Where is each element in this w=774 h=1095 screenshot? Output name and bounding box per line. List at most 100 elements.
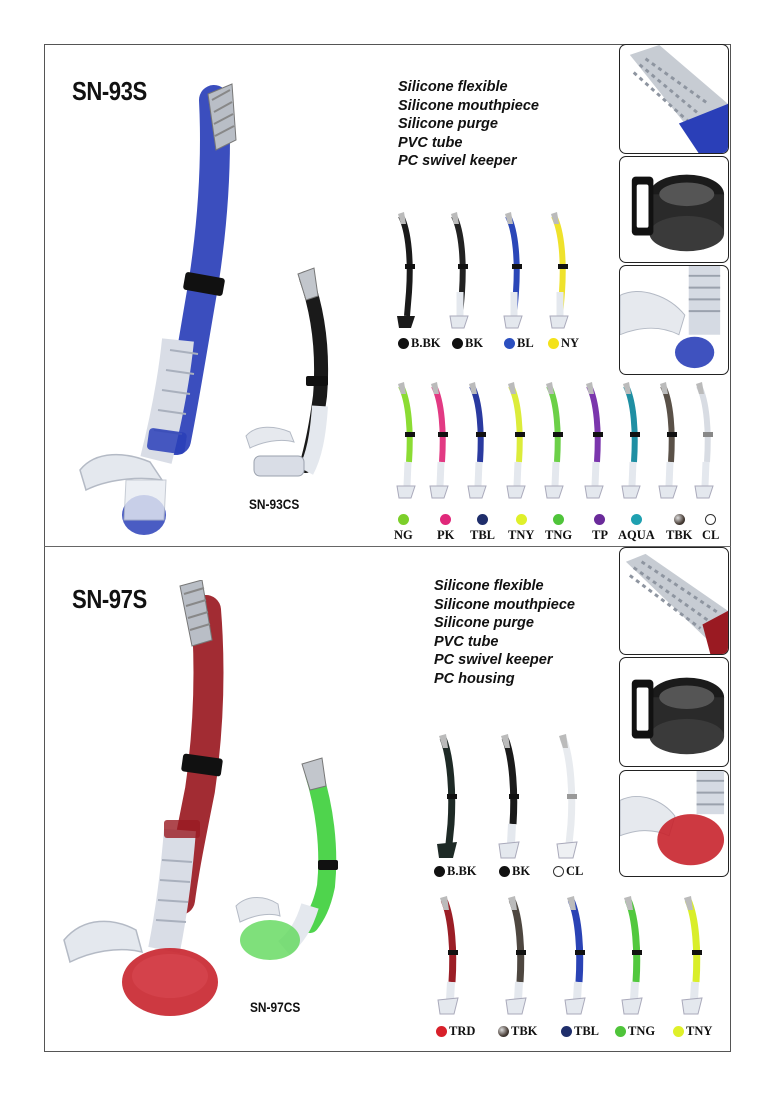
- swatch-ny-top: NY: [548, 336, 579, 351]
- color-dot: [553, 514, 565, 525]
- feature-item: Silicone mouthpiece: [434, 596, 575, 613]
- detail-image-purge-bottom: [619, 770, 729, 877]
- color-dot: [705, 514, 717, 525]
- snorkel-thumb-cl-top: [694, 382, 714, 499]
- swatch-tny-bottom: TNY: [673, 1024, 712, 1039]
- feature-item: Silicone flexible: [434, 578, 544, 594]
- snorkel-thumb-bbk-top: [397, 212, 415, 328]
- color-dot: [515, 514, 527, 525]
- snorkel-thumb-tp-top: [584, 382, 604, 499]
- swatch-bk-bottom: BK: [499, 864, 530, 879]
- snorkel-thumb-bl-top: [503, 212, 523, 329]
- snorkel-thumb-cl-bottom: [556, 734, 578, 859]
- swatch-tng-bottom: TNG: [615, 1024, 655, 1039]
- swatch-trd-bottom: TRD: [436, 1024, 475, 1039]
- color-code: CL: [702, 528, 720, 542]
- swatch-tbk-bottom: TBK: [498, 1024, 537, 1039]
- snorkel-image-sn93cs: [245, 267, 329, 477]
- color-dot: [615, 1026, 626, 1037]
- model-title-sn97s: SN-97S: [72, 584, 147, 614]
- snorkel-thumb-bk-top: [449, 212, 469, 329]
- color-code: TRD: [449, 1024, 476, 1038]
- swatch-tbl-bottom: TBL: [561, 1024, 599, 1039]
- swatch-aqua-top: AQUA: [618, 514, 655, 543]
- snorkel-image-sn97cs: [235, 757, 338, 960]
- color-dot: [477, 514, 488, 525]
- detail-image-keeper-top: [619, 156, 729, 263]
- color-code: AQUA: [618, 528, 655, 542]
- feature-item: Silicone mouthpiece: [398, 97, 539, 114]
- color-dot: [594, 514, 606, 525]
- feature-item: PC housing: [434, 670, 515, 687]
- snorkel-thumb-tbl-top: [467, 382, 487, 499]
- model-title-sn93cs: SN-93CS: [249, 496, 300, 512]
- swatch-bbk-top: B.BK: [398, 336, 441, 351]
- color-code: NG: [394, 528, 413, 542]
- color-code: BK: [465, 336, 484, 350]
- color-dot: [452, 338, 463, 349]
- color-dot: [504, 338, 515, 349]
- feature-item: PVC tube: [398, 134, 463, 151]
- model-title-sn93s: SN-93S: [72, 76, 147, 106]
- snorkel-thumb-pk-top: [429, 382, 449, 499]
- snorkel-thumb-tny-top: [506, 382, 526, 499]
- swatch-tny-top: TNY: [508, 514, 534, 543]
- swatch-tp-top: TP: [592, 514, 608, 543]
- color-code: TBL: [574, 1024, 600, 1038]
- section-divider: [44, 546, 731, 547]
- color-dot: [398, 338, 409, 349]
- snorkel-thumb-trd-bottom: [437, 896, 459, 1015]
- snorkel-thumb-aqua-top: [621, 382, 641, 499]
- color-code: TNY: [686, 1024, 713, 1038]
- color-dot: [434, 866, 445, 877]
- color-code: TP: [592, 528, 608, 542]
- detail-image-tip-top: [619, 44, 729, 154]
- snorkel-thumb-bk-bottom: [498, 734, 520, 859]
- detail-image-purge-top: [619, 265, 729, 375]
- snorkel-thumb-tbk-top: [658, 382, 678, 499]
- snorkel-thumb-ng-top: [396, 382, 416, 499]
- feature-list-bottom: Silicone flexible Silicone mouthpiece Si…: [434, 577, 575, 689]
- color-dot: [548, 338, 559, 349]
- color-code: CL: [566, 864, 584, 878]
- swatch-tbk-top: TBK: [666, 514, 692, 543]
- color-code: NY: [561, 336, 580, 350]
- product-sheet: [44, 44, 731, 1052]
- feature-item: PVC tube: [434, 633, 499, 650]
- color-dot: [498, 1026, 509, 1037]
- snorkel-thumb-tng-bottom: [621, 896, 643, 1015]
- swatch-ng-top: NG: [394, 514, 413, 543]
- color-dot: [436, 1026, 447, 1037]
- feature-item: Silicone purge: [398, 116, 498, 133]
- model-title-sn97cs: SN-97CS: [250, 999, 301, 1015]
- swatch-bk-top: BK: [452, 336, 483, 351]
- color-code: PK: [437, 528, 455, 542]
- color-code: TBK: [666, 528, 693, 542]
- swatch-bbk-bottom: B.BK: [434, 864, 477, 879]
- feature-list-top: Silicone flexible Silicone mouthpiece Si…: [398, 78, 539, 171]
- color-dot: [499, 866, 510, 877]
- snorkel-thumb-bbk-bottom: [437, 734, 457, 858]
- color-code: B.BK: [411, 336, 441, 350]
- swatch-cl-top: CL: [702, 514, 719, 543]
- feature-item: Silicone flexible: [398, 79, 508, 95]
- color-code: B.BK: [447, 864, 477, 878]
- color-code: BL: [517, 336, 534, 350]
- swatch-cl-bottom: CL: [553, 864, 583, 879]
- color-code: TNG: [628, 1024, 656, 1038]
- swatch-pk-top: PK: [437, 514, 454, 543]
- snorkel-thumb-tbk-bottom: [505, 896, 527, 1015]
- color-dot: [561, 1026, 572, 1037]
- swatch-tbl-top: TBL: [470, 514, 495, 543]
- swatch-tng-top: TNG: [545, 514, 572, 543]
- color-dot: [397, 514, 409, 525]
- color-code: TBL: [470, 528, 496, 542]
- color-code: TNG: [545, 528, 573, 542]
- snorkel-thumb-ny-top: [549, 212, 569, 329]
- feature-item: Silicone purge: [434, 615, 534, 632]
- detail-image-keeper-bottom: [619, 657, 729, 767]
- color-code: TBK: [511, 1024, 538, 1038]
- snorkel-image-sn93s: [79, 83, 237, 535]
- detail-image-tip-bottom: [619, 547, 729, 655]
- color-dot: [673, 514, 685, 525]
